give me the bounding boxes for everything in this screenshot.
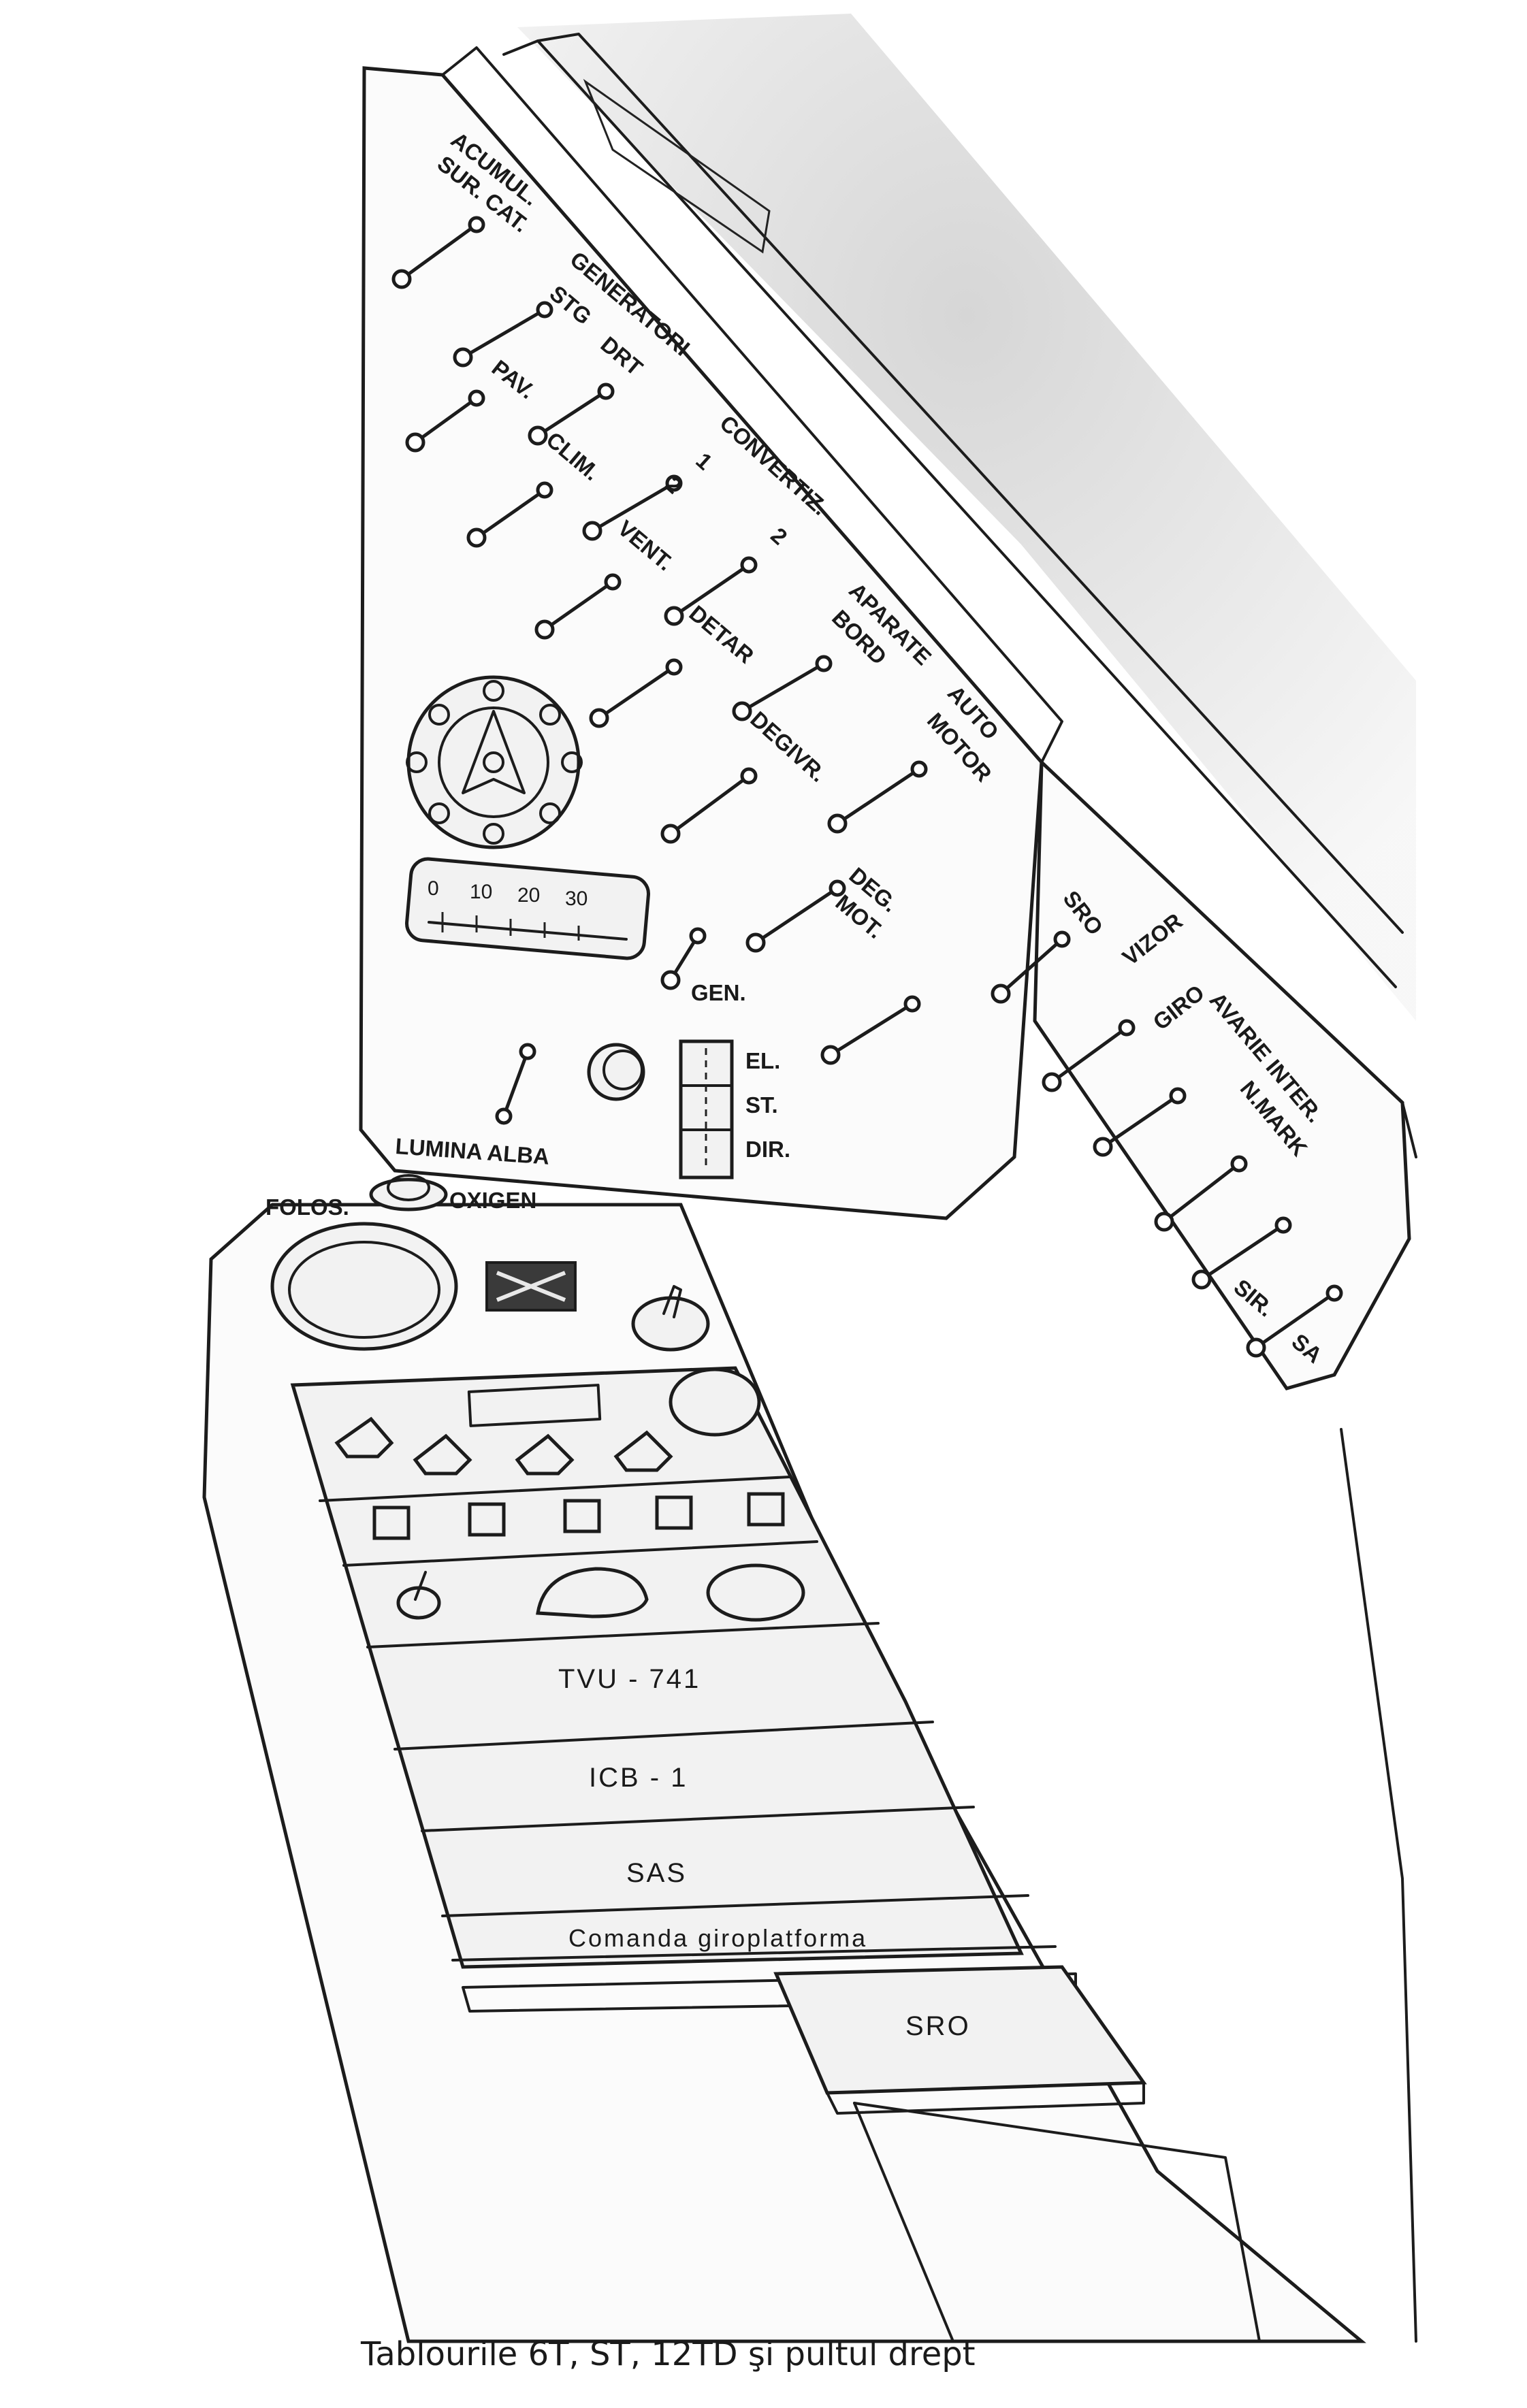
lower-controls	[396, 1563, 805, 1622]
round-indicator	[270, 1222, 458, 1351]
switch-clim	[466, 481, 553, 548]
switch-deg-mot	[745, 879, 846, 953]
small-plaque	[485, 1261, 577, 1312]
right-switch-panel	[1033, 758, 1417, 1390]
gauge-tick-10: 10	[470, 881, 492, 903]
mode-indicator	[679, 1039, 734, 1179]
label-dir: DIR.	[745, 1137, 790, 1162]
switch-lumina-alba	[495, 1043, 536, 1125]
toggle-switches-right	[991, 930, 1343, 1358]
button-row	[372, 1492, 785, 1540]
switch-gen	[660, 927, 707, 990]
top-shading	[517, 14, 1416, 1021]
switch-sir	[1191, 1216, 1292, 1290]
switch-detar	[589, 658, 683, 728]
gauge-tick-30: 30	[565, 888, 588, 910]
instrument-block	[290, 1366, 1024, 1969]
switch-degivr	[660, 767, 758, 844]
figure-caption: Tablourile 6T, ST, 12TD şi pultul drept	[360, 2335, 976, 2373]
toggle-switches-left	[391, 216, 928, 1125]
strip-icb-1: ICB - 1	[589, 1763, 688, 1793]
gauge-tick-20: 20	[517, 884, 540, 907]
switch-vizor	[1042, 1019, 1136, 1092]
switch-extra	[820, 995, 921, 1065]
label-folos: FOLOS.	[266, 1194, 349, 1220]
switch-giro	[1093, 1087, 1187, 1157]
switch-avarie	[1154, 1155, 1248, 1232]
label-st: ST.	[745, 1092, 778, 1118]
console-knob-top	[631, 1285, 710, 1352]
label-oxigen: OXIGEN	[449, 1188, 536, 1213]
switch-conv-2	[664, 556, 758, 626]
range-gauge: 0 10 20 30	[405, 857, 650, 960]
switch-acumul	[391, 216, 485, 289]
switch-auto-motor	[827, 760, 928, 834]
round-button	[587, 1043, 645, 1101]
strip-comanda-giroplatforma: Comanda giroplatforma	[568, 1924, 867, 1952]
gauge-tick-0: 0	[428, 877, 439, 900]
label-gen: GEN.	[691, 980, 746, 1005]
switch-aparate-bord	[732, 655, 833, 721]
strip-sas: SAS	[626, 1858, 687, 1888]
switch-gen-drt	[528, 383, 615, 446]
switch-sro	[991, 930, 1071, 1004]
switch-sa	[1246, 1284, 1343, 1358]
switch-pav	[405, 389, 485, 453]
switch-conv-1	[582, 474, 683, 541]
rotary-selector	[406, 675, 583, 849]
switch-gen-stg	[453, 301, 553, 368]
strip-sro: SRO	[905, 2011, 971, 2041]
strip-tvu-741: TVU - 741	[558, 1664, 701, 1694]
switch-vent	[534, 573, 622, 640]
oxygen-valve	[369, 1174, 448, 1211]
label-el: EL.	[745, 1048, 780, 1073]
knob-row	[334, 1416, 673, 1476]
panel-strips: TVU - 741 ICB - 1 SAS Comanda giroplatfo…	[393, 1664, 1261, 2343]
